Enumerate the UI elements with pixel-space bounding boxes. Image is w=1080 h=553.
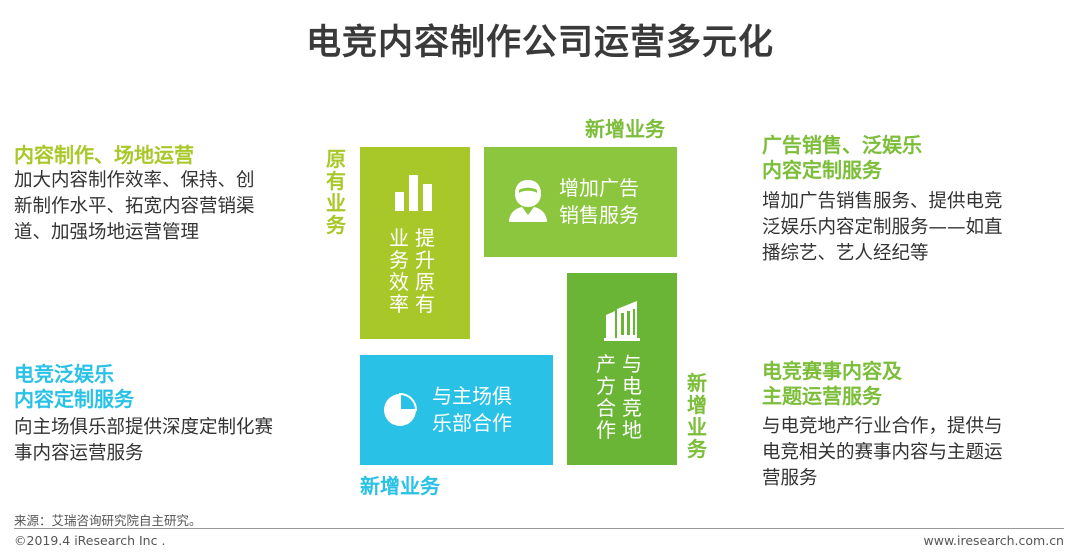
box-efficiency-col: 提升原有	[415, 226, 435, 316]
right-bottom-body-line: 营服务	[762, 468, 818, 489]
left-bottom-body: 向主场俱乐部提供深度定制化赛 事内容运营服务	[14, 415, 324, 467]
left-bottom-block: 电竞泛娱乐 内容定制服务 向主场俱乐部提供深度定制化赛 事内容运营服务	[14, 362, 324, 467]
label-original-business: 原有业务	[326, 147, 346, 237]
box-ads-line: 增加广告	[559, 176, 639, 200]
right-top-heading: 广告销售、泛娱乐 内容定制服务	[762, 133, 1062, 183]
bar-chart-icon	[395, 175, 432, 211]
right-top-heading-line: 内容定制服务	[762, 158, 882, 182]
source-note: 来源：艾瑞咨询研究院自主研究。	[14, 513, 202, 528]
box-club-line: 乐部合作	[432, 411, 512, 435]
right-bottom-heading-line: 电竞赛事内容及	[762, 359, 902, 383]
right-top-body: 增加广告销售服务、提供电竞 泛娱乐内容定制服务——如直 播综艺、艺人经纪等	[762, 189, 1062, 267]
right-bottom-heading: 电竞赛事内容及 主题运营服务	[762, 359, 1062, 409]
copyright: ©2019.4 iResearch Inc .	[14, 533, 166, 548]
box-club-text: 与主场俱 乐部合作	[432, 383, 512, 437]
box-efficiency-col: 业务效率	[389, 226, 409, 316]
right-top-heading-line: 广告销售、泛娱乐	[762, 133, 922, 157]
label-new-business-bottom: 新增业务	[360, 474, 440, 498]
right-bottom-body-line: 与电竞地产行业合作，提供与	[762, 416, 1003, 437]
box-ads: 增加广告 销售服务	[484, 147, 677, 257]
left-bottom-body-line: 事内容运营服务	[14, 443, 144, 464]
left-top-body-line: 新制作水平、拓宽内容营销渠	[14, 196, 255, 217]
box-club: 与主场俱 乐部合作	[360, 355, 553, 465]
left-bottom-body-line: 向主场俱乐部提供深度定制化赛	[14, 417, 274, 438]
label-new-business-right: 新增业务	[687, 371, 707, 461]
right-top-body-line: 播综艺、艺人经纪等	[762, 243, 929, 264]
box-realestate: 与电竞地 产方合作	[567, 273, 677, 465]
box-ads-line: 销售服务	[559, 203, 639, 227]
right-bottom-block: 电竞赛事内容及 主题运营服务 与电竞地产行业合作，提供与 电竞相关的赛事内容与主…	[762, 359, 1062, 492]
user-icon	[509, 180, 547, 222]
right-bottom-heading-line: 主题运营服务	[762, 384, 882, 408]
left-top-heading: 内容制作、场地运营	[14, 143, 194, 167]
page-title: 电竞内容制作公司运营多元化	[305, 23, 774, 63]
website-link: www.iresearch.com.cn	[923, 533, 1065, 548]
box-efficiency: 提升原有 业务效率	[360, 147, 470, 339]
right-bottom-body: 与电竞地产行业合作，提供与 电竞相关的赛事内容与主题运 营服务	[762, 414, 1062, 492]
box-realestate-col: 产方合作	[596, 352, 616, 442]
right-top-body-line: 增加广告销售服务、提供电竞	[762, 191, 1003, 212]
label-new-business-top: 新增业务	[585, 117, 665, 141]
box-ads-text: 增加广告 销售服务	[559, 175, 639, 229]
left-top-body: 加大内容制作效率、保持、创 新制作水平、拓宽内容营销渠 道、加强场地运营管理	[14, 168, 314, 246]
pie-chart-icon	[384, 392, 418, 426]
left-bottom-heading-line: 内容定制服务	[14, 387, 134, 411]
left-top-body-line: 道、加强场地运营管理	[14, 222, 200, 243]
right-top-body-line: 泛娱乐内容定制服务——如直	[762, 217, 1003, 238]
box-realestate-text: 与电竞地 产方合作	[595, 353, 643, 441]
left-bottom-heading: 电竞泛娱乐 内容定制服务	[14, 362, 324, 412]
box-realestate-col: 与电竞地	[622, 352, 642, 442]
left-top-block: 内容制作、场地运营 加大内容制作效率、保持、创 新制作水平、拓宽内容营销渠 道、…	[14, 143, 314, 246]
box-club-line: 与主场俱	[432, 384, 512, 408]
left-bottom-heading-line: 电竞泛娱乐	[14, 362, 114, 386]
footer-divider	[14, 528, 1064, 529]
building-icon	[604, 301, 640, 341]
right-bottom-body-line: 电竞相关的赛事内容与主题运	[762, 442, 1003, 463]
right-top-block: 广告销售、泛娱乐 内容定制服务 增加广告销售服务、提供电竞 泛娱乐内容定制服务—…	[762, 133, 1062, 267]
box-efficiency-text: 提升原有 业务效率	[388, 227, 436, 315]
left-top-body-line: 加大内容制作效率、保持、创	[14, 170, 255, 191]
